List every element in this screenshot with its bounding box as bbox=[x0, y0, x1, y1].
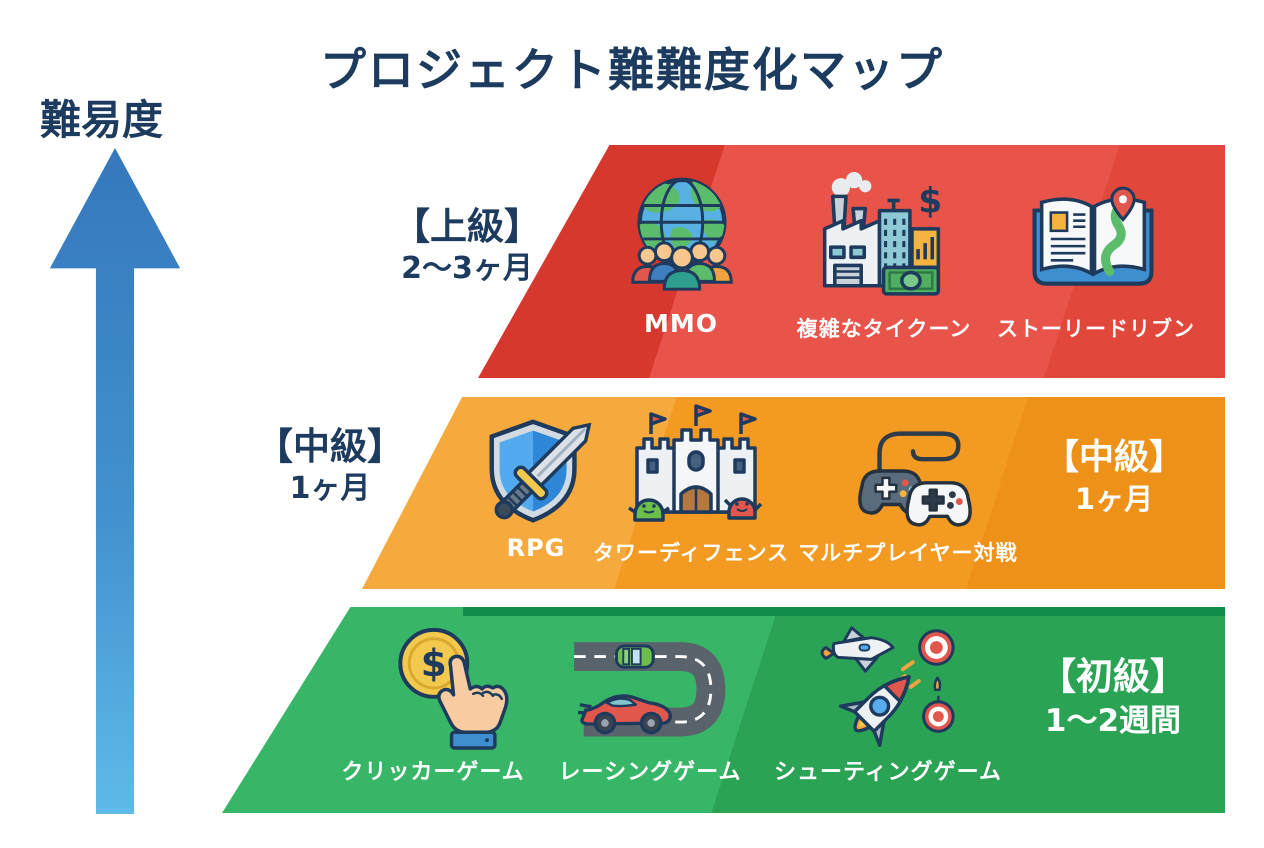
story-book-map-icon bbox=[1032, 186, 1154, 286]
band-beginner bbox=[222, 607, 1225, 813]
shield-sword-icon bbox=[489, 419, 592, 523]
race-track-icon bbox=[574, 642, 726, 737]
item-label-story-driven: ストーリードリブン bbox=[997, 317, 1195, 341]
intermediate-band-level-label: 【中級】 bbox=[1043, 438, 1184, 478]
page-title: プロジェクト難難度化マップ bbox=[320, 43, 944, 97]
game-controllers-icon bbox=[858, 431, 972, 527]
item-label-tower-defense: タワーディフェンス bbox=[592, 541, 790, 565]
globe-people-icon bbox=[631, 177, 733, 291]
callout-advanced: 【上級】 2〜3ヶ月 bbox=[352, 205, 582, 286]
svg-text:$: $ bbox=[918, 182, 942, 222]
svg-text:$: $ bbox=[421, 641, 447, 685]
rockets-targets-icon bbox=[820, 626, 955, 747]
item-label-racing-game: レーシングゲーム bbox=[558, 760, 742, 785]
coin-click-icon: $ bbox=[398, 627, 509, 750]
castle-icon bbox=[628, 404, 763, 522]
advanced-duration-label: 2〜3ヶ月 bbox=[401, 250, 533, 286]
band-label-intermediate: 【中級】 1ヶ月 bbox=[1006, 438, 1222, 517]
item-label-clicker-game: クリッカーゲーム bbox=[341, 760, 525, 785]
difficulty-up-arrow-icon bbox=[49, 148, 181, 814]
advanced-level-label: 【上級】 bbox=[393, 205, 541, 248]
item-label-multiplayer: マルチプレイヤー対戦 bbox=[798, 541, 1018, 565]
intermediate-duration-label: 1ヶ月 bbox=[289, 470, 371, 506]
callout-intermediate: 【中級】 1ヶ月 bbox=[218, 425, 442, 506]
item-label-rpg: RPG bbox=[506, 534, 566, 562]
beginner-band-level-label: 【初級】 bbox=[1039, 655, 1187, 698]
intermediate-level-label: 【中級】 bbox=[256, 425, 404, 468]
intermediate-band-duration-label: 1ヶ月 bbox=[1074, 482, 1154, 517]
factory-economy-icon: $ bbox=[822, 172, 942, 296]
item-label-mmo: MMO bbox=[643, 309, 719, 338]
item-label-shooting-game: シューティングゲーム bbox=[773, 760, 1003, 785]
band-label-beginner: 【初級】 1〜2週間 bbox=[1000, 655, 1226, 739]
beginner-band-duration-label: 1〜2週間 bbox=[1044, 702, 1182, 739]
item-label-tycoon: 複雑なタイクーン bbox=[796, 317, 972, 341]
difficulty-axis-label: 難易度 bbox=[40, 96, 163, 144]
